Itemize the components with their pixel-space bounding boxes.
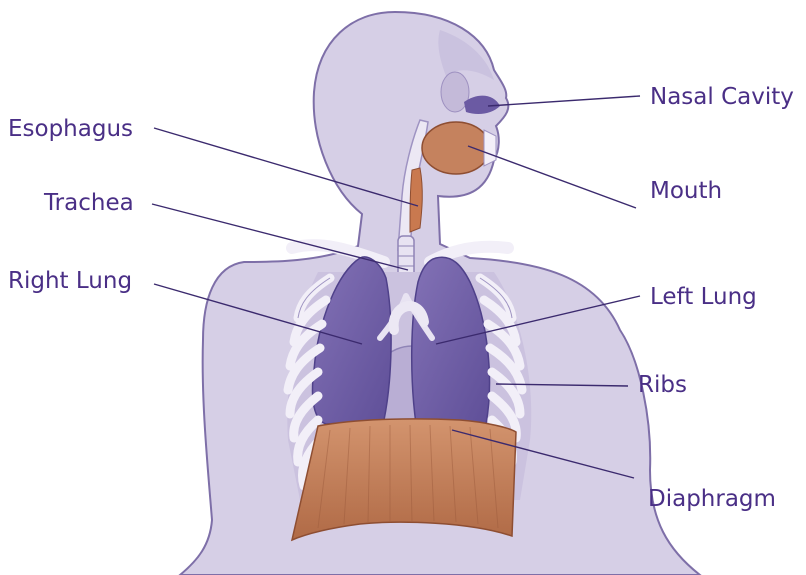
diaphragm-shape xyxy=(292,419,516,540)
label-diaphragm: Diaphragm xyxy=(648,486,776,512)
ear xyxy=(441,72,469,112)
esophagus-shape xyxy=(410,168,422,232)
label-trachea: Trachea xyxy=(44,190,134,216)
label-left-lung: Left Lung xyxy=(650,284,757,310)
label-ribs: Ribs xyxy=(638,372,687,398)
label-nasal-cavity: Nasal Cavity xyxy=(650,84,794,110)
teeth xyxy=(484,130,496,166)
leader-nasal-cavity xyxy=(488,96,640,106)
mouth-shape xyxy=(422,122,490,174)
leader-mouth xyxy=(468,146,636,208)
label-right-lung: Right Lung xyxy=(8,268,132,294)
label-esophagus: Esophagus xyxy=(8,116,133,142)
label-mouth: Mouth xyxy=(650,178,722,204)
